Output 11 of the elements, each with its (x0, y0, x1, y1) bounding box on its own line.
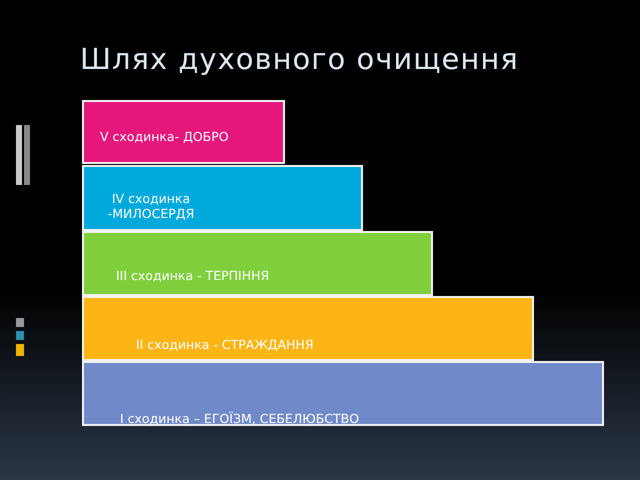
step-bar (82, 231, 433, 296)
step-bar (82, 296, 534, 361)
slide-title: Шлях духовного очищення (80, 42, 519, 76)
step-label: V сходинка- ДОБРО (100, 129, 229, 144)
step-label: I сходинка – ЕГОЇЗМ, СЕБЕЛЮБСТВО (120, 411, 360, 426)
step-bar (82, 100, 285, 164)
step-label: II сходинка - СТРАЖДАННЯ (136, 337, 314, 352)
step-bar (82, 165, 363, 231)
step-label: III сходинка - ТЕРПІННЯ (116, 268, 270, 283)
step-label: IV сходинка -МИЛОСЕРДЯ (106, 191, 196, 221)
step-bar (82, 361, 604, 426)
